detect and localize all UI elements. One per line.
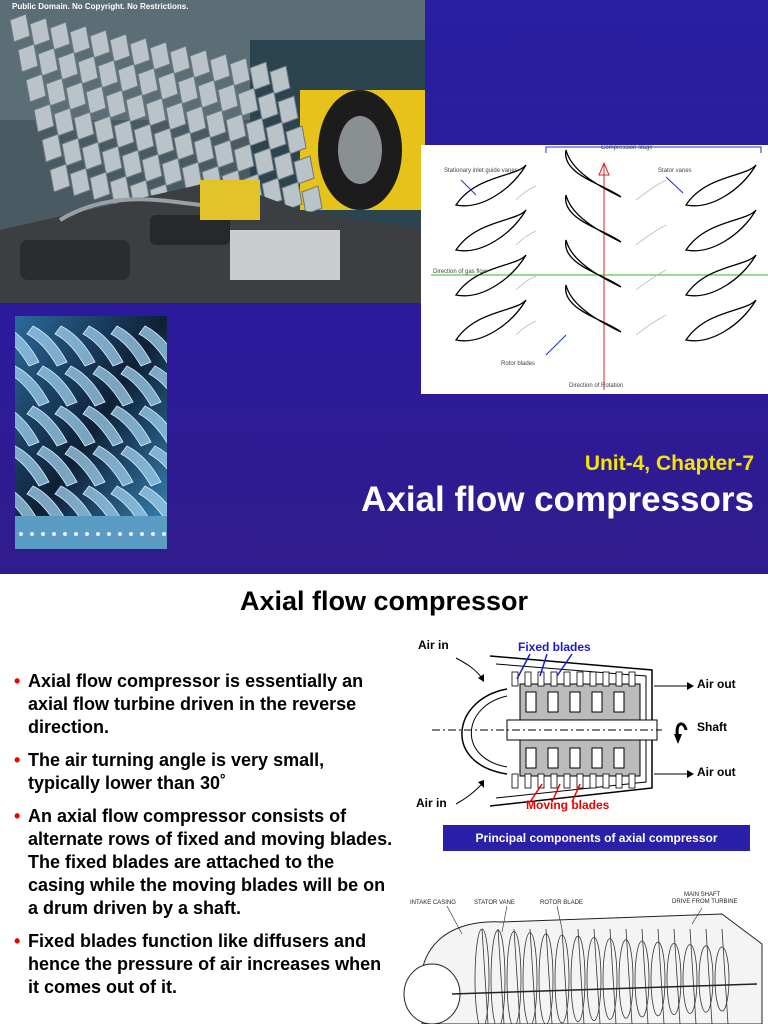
content-slide: Axial flow compressor •Axial flow compre… <box>0 574 768 1024</box>
air-in-bottom-label: Air in <box>416 796 447 810</box>
compressor-section-diagram: Air in Fixed blades Air out Shaft Air ou… <box>412 634 768 826</box>
bullet-icon: • <box>14 750 21 770</box>
air-out-top-label: Air out <box>697 677 736 691</box>
title-slide: Public Domain. No Copyright. No Restrict… <box>0 0 768 574</box>
air-out-bottom-label: Air out <box>697 765 736 779</box>
stator-vane-label: STATOR VANE <box>474 900 515 906</box>
rotation-direction-label: Direction of Rotation <box>569 383 624 389</box>
bullet-item: •Fixed blades function like diffusers an… <box>14 931 382 997</box>
moving-blades-label: Moving blades <box>526 798 610 812</box>
air-in-top-label: Air in <box>418 638 449 652</box>
public-domain-note: Public Domain. No Copyright. No Restrict… <box>12 2 189 11</box>
stator-vanes-label: Stator vanes <box>658 168 692 174</box>
slide-heading: Axial flow compressor <box>239 586 529 616</box>
stage-blade-diagram: Compression stage Stationary inlet guide… <box>421 145 768 394</box>
bullet-item: •The air turning angle is very small, ty… <box>14 750 325 793</box>
rotor-blades-label: Rotor blades <box>501 361 536 367</box>
bullet-icon: • <box>14 671 21 691</box>
bullet-icon: • <box>14 806 21 826</box>
main-shaft-label: MAIN SHAFT <box>684 892 721 898</box>
compressor-cutaway-drawing: INTAKE CASING STATOR VANE ROTOR BLADE MA… <box>392 884 768 1024</box>
compressor-rotor-photo: Public Domain. No Copyright. No Restrict… <box>0 0 425 303</box>
rotor-blade-label: ROTOR BLADE <box>540 900 583 906</box>
bullet-item: •An axial flow compressor consists of al… <box>14 806 393 918</box>
slide-title: Axial flow compressors <box>361 480 754 519</box>
unit-chapter-label: Unit-4, Chapter-7 <box>584 452 754 475</box>
bullet-list: •Axial flow compressor is essentially an… <box>14 670 394 1009</box>
fixed-blades-label: Fixed blades <box>518 640 591 654</box>
bullet-item: •Axial flow compressor is essentially an… <box>14 671 364 737</box>
bullet-icon: • <box>14 931 21 951</box>
intake-casing-label: INTAKE CASING <box>410 900 456 906</box>
shaft-label: Shaft <box>697 720 727 734</box>
figure-caption: Principal components of axial compressor <box>443 825 750 851</box>
blade-closeup-photo <box>15 316 167 549</box>
inlet-guide-vanes-label: Stationary inlet guide vanes <box>444 168 518 174</box>
gas-flow-label: Direction of gas flow <box>433 269 488 275</box>
compression-stage-label: Compression stage <box>601 145 653 151</box>
drive-from-turbine-label: DRIVE FROM TURBINE <box>672 899 738 905</box>
